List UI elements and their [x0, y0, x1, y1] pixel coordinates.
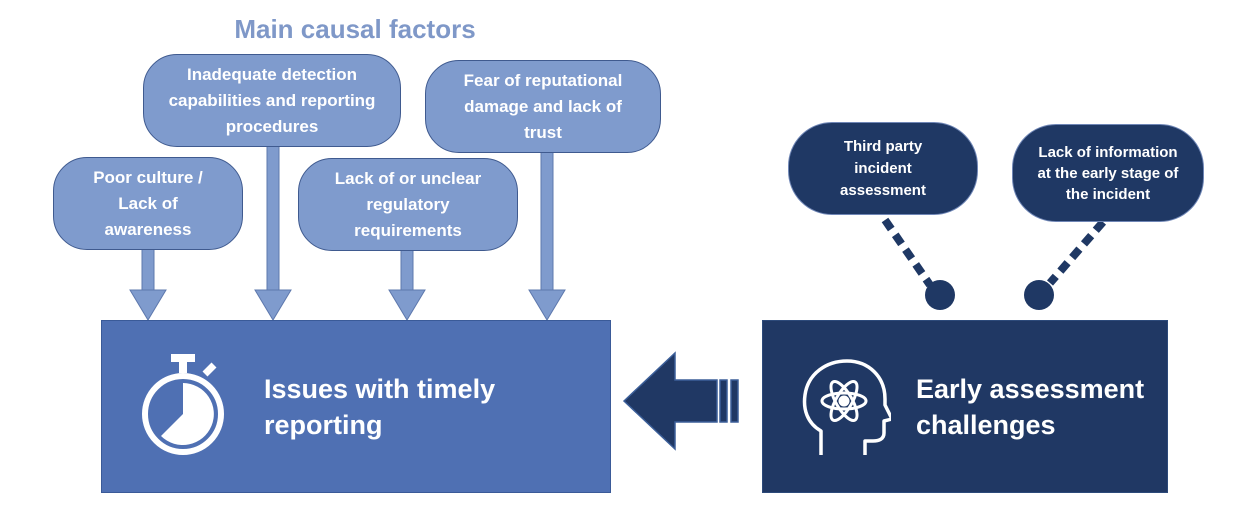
- connector-third-party: [881, 217, 955, 310]
- arrow-inadequate-detection: [254, 139, 292, 321]
- early-assessment-label: Early assessment challenges: [916, 374, 1145, 440]
- head-atom-icon: [802, 359, 891, 455]
- early-assessment-box: Early assessment challenges: [762, 320, 1168, 493]
- issues-timely-reporting-label: Issues with timely reporting: [264, 374, 496, 440]
- main-causal-factors-title: Main causal factors: [234, 14, 476, 44]
- bubble-third-party: Third party incident assessment: [788, 122, 978, 215]
- bubble-poor-culture: Poor culture / Lack of awareness: [53, 157, 243, 250]
- left-arrow: [622, 351, 739, 451]
- arrow-poor-culture: [129, 246, 167, 321]
- bubble-inadequate-detection: Inadequate detection capabilities and re…: [143, 54, 401, 147]
- stopwatch-icon: [142, 354, 224, 455]
- bubble-lack-of-information: Lack of information at the early stage o…: [1012, 124, 1204, 222]
- bubble-reputational-damage: Fear of reputational damage and lack of …: [425, 60, 661, 153]
- issues-timely-reporting-box: Issues with timely reporting: [101, 320, 611, 493]
- arrow-reputational: [528, 144, 566, 321]
- bubble-regulatory: Lack of or unclear regulatory requiremen…: [298, 158, 518, 251]
- connector-lack-of-information: [1024, 219, 1107, 310]
- arrow-regulatory: [388, 249, 426, 321]
